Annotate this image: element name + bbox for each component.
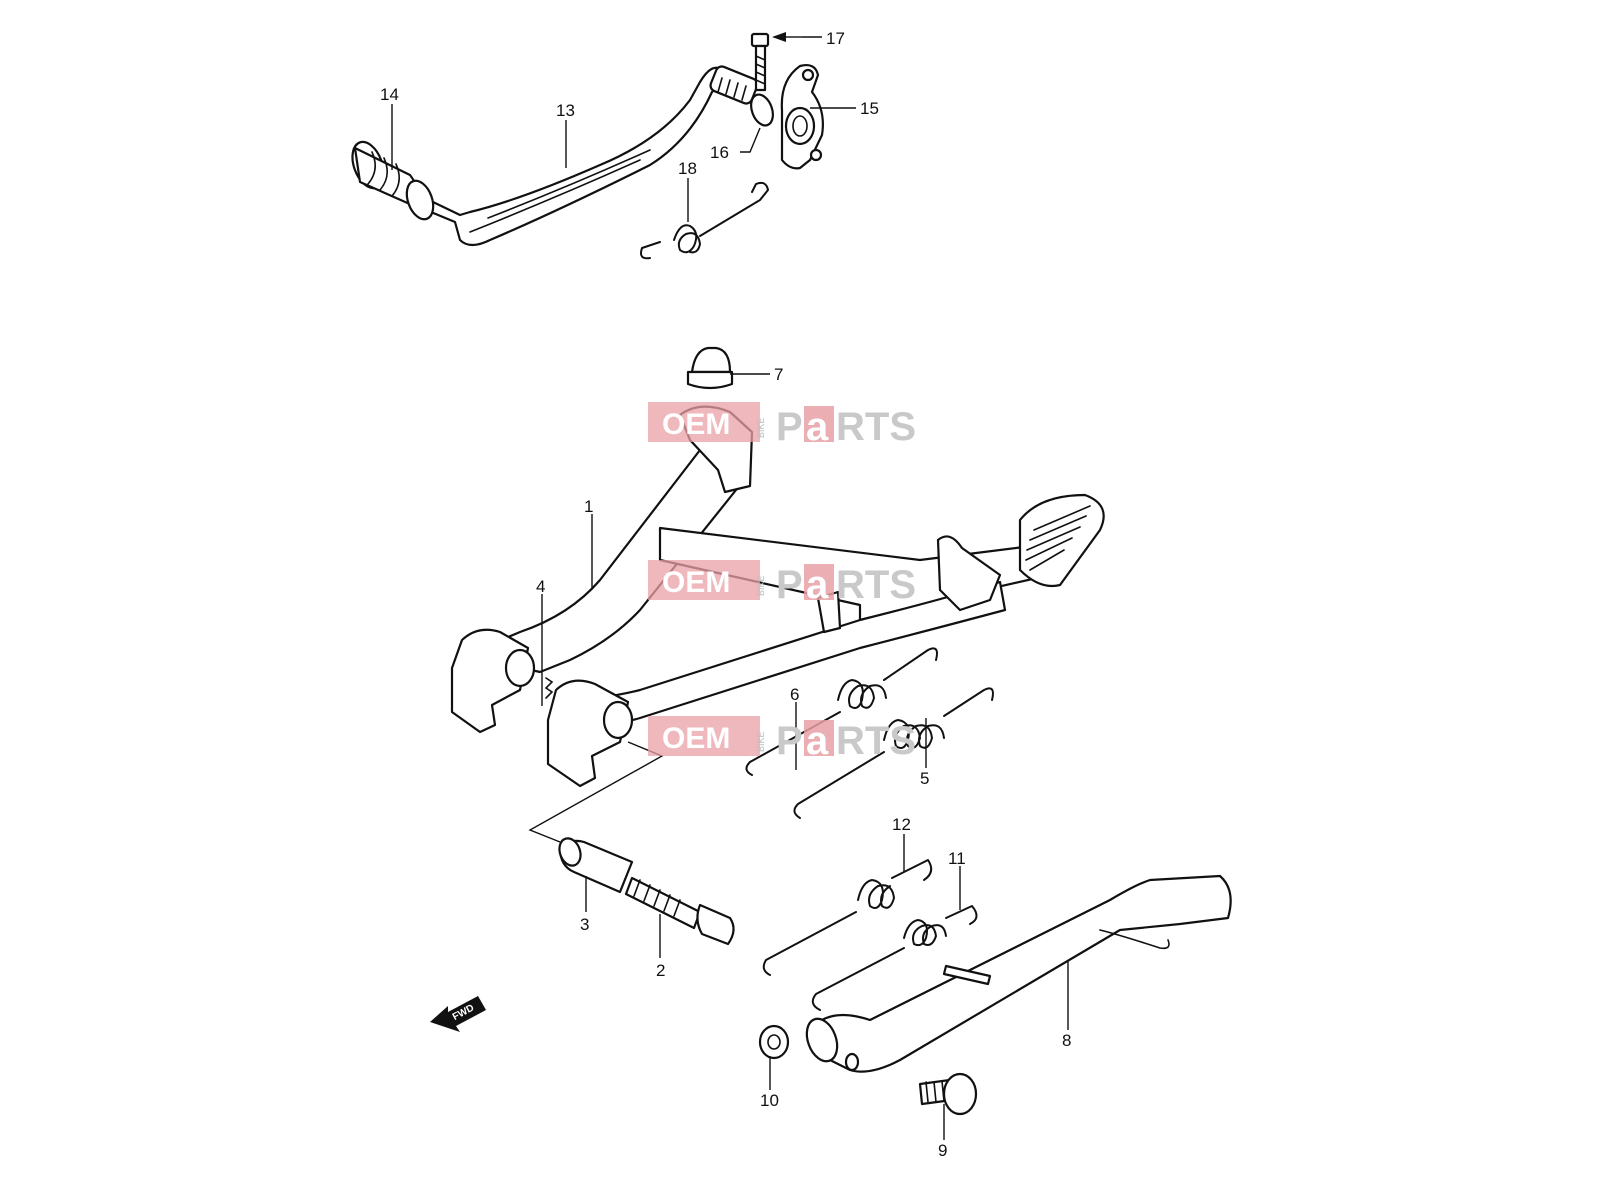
svg-text:OEM: OEM [662,566,730,599]
clamp-bolt [750,32,770,92]
stand-stopper [686,346,734,390]
fwd-arrow-icon: FWD [430,996,486,1032]
callout-10: 10 [760,1091,779,1110]
side-stand-assembly [758,859,1232,1116]
callout-15: 15 [860,99,879,118]
callout-labels: 1 2 3 4 5 6 7 8 9 10 11 12 13 14 15 16 1… [380,29,1071,1160]
side-stand-spring-12 [762,859,933,976]
callout-12: 12 [892,815,911,834]
callout-8: 8 [1062,1031,1071,1050]
svg-text:P: P [776,719,803,763]
shift-rubber [351,140,435,221]
watermark-top: OEM BIKE P a RTS [648,402,916,449]
svg-text:OEM: OEM [662,722,730,755]
callout-6: 6 [790,685,799,704]
svg-text:P: P [776,405,803,449]
callout-3: 3 [580,915,589,934]
svg-text:RTS: RTS [836,405,916,449]
svg-text:RTS: RTS [836,719,916,763]
shift-arm [780,63,824,170]
svg-text:P: P [776,563,803,607]
side-stand-nut [758,1024,790,1060]
stand-nut [544,677,554,699]
stand-spring-5 [793,687,994,819]
shift-lever-assembly [351,32,824,260]
callout-13: 13 [556,101,575,120]
side-stand-leg [816,874,1232,1073]
callout-7: 7 [774,365,783,384]
shift-spring [640,181,769,260]
callout-17: 17 [826,29,845,48]
svg-text:a: a [806,719,829,763]
leader-lines [391,32,1069,1140]
callout-2: 2 [656,961,665,980]
callout-16: 16 [710,143,729,162]
stand-bolt [624,876,735,946]
washer [750,93,774,127]
svg-text:a: a [806,563,829,607]
stand-foot-left [450,628,536,734]
stand-spring-6 [745,647,938,776]
side-stand-bolt [918,1072,978,1116]
callout-4: 4 [536,577,545,596]
spacer-tube [558,837,634,894]
stand-pedal [1018,493,1105,588]
callout-18: 18 [678,159,697,178]
svg-text:OEM: OEM [662,408,730,441]
stand-foot-right [546,679,634,788]
shift-lever-arm [400,66,726,247]
callout-14: 14 [380,85,399,104]
svg-text:BIKE: BIKE [756,575,766,596]
watermark-middle: OEM BIKE P a RTS [648,560,916,607]
callout-5: 5 [920,769,929,788]
svg-text:RTS: RTS [836,563,916,607]
side-stand-spring-11 [811,905,978,1011]
watermark-bottom: OEM BIKE P a RTS [648,716,916,763]
callout-11: 11 [948,849,966,868]
callout-9: 9 [938,1141,947,1160]
svg-text:a: a [806,405,829,449]
svg-text:BIKE: BIKE [756,417,766,438]
callout-1: 1 [584,497,593,516]
svg-text:BIKE: BIKE [756,731,766,752]
